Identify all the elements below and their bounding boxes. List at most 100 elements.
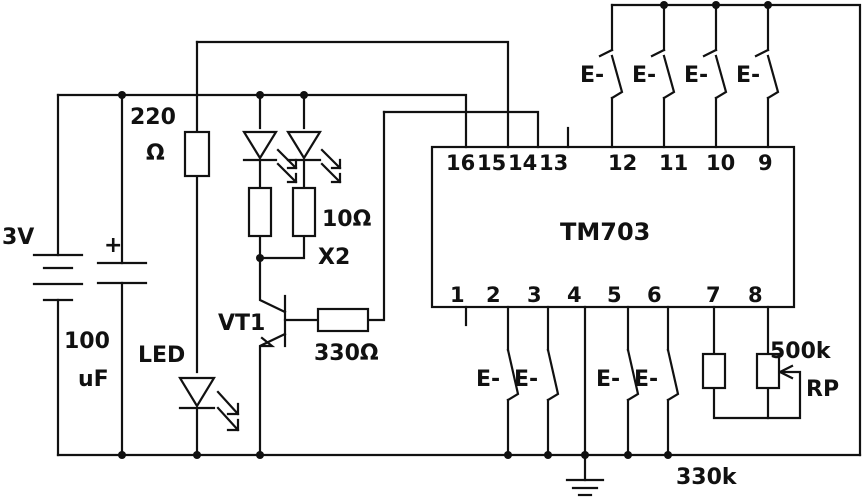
switch-contact — [626, 348, 640, 402]
ic-tm703: TM703 16 15 14 13 12 11 10 9 1 2 3 4 5 6… — [430, 145, 796, 309]
led-light-arrow — [276, 162, 298, 184]
top-switches: E- E- E- E- — [580, 48, 780, 100]
battery-label: 3V — [2, 225, 34, 250]
pin-13-label: 13 — [539, 151, 568, 175]
switch-glyph: E- — [684, 63, 708, 88]
pin-3-label: 3 — [527, 283, 542, 307]
pin-12-label: 12 — [608, 151, 637, 175]
led-light-arrow — [320, 162, 342, 184]
junction — [193, 451, 201, 459]
junction — [504, 451, 512, 459]
pot-name-label: RP — [806, 377, 839, 402]
resistor-body — [316, 307, 370, 333]
junction — [660, 1, 668, 9]
wires — [56, 3, 862, 482]
junction — [712, 1, 720, 9]
junction — [256, 451, 264, 459]
top-switch-rail — [610, 3, 862, 457]
pin-15-label: 15 — [477, 151, 506, 175]
led-resistor-count: X2 — [318, 245, 350, 270]
resistor-220: 220 Ω — [130, 105, 211, 178]
junctions — [118, 1, 772, 459]
switch-contact — [702, 48, 728, 100]
pin-16-label: 16 — [446, 151, 475, 175]
junction — [764, 1, 772, 9]
junction — [664, 451, 672, 459]
cap-plus-sign: + — [104, 233, 122, 258]
pin-6-label: 6 — [647, 283, 662, 307]
timing-network: 500k RP 330k — [676, 339, 839, 490]
ground-symbol — [565, 478, 605, 497]
led-triangle — [286, 130, 322, 161]
resistor-body — [247, 186, 273, 238]
cap-unit-label: uF — [78, 367, 109, 392]
switch-contact — [598, 48, 624, 100]
junction — [118, 451, 126, 459]
led-triangle — [242, 130, 278, 161]
pin-9-label: 9 — [758, 151, 773, 175]
junction — [118, 91, 126, 99]
led-light-arrow — [216, 390, 240, 416]
junction — [544, 451, 552, 459]
pin-11-label: 11 — [659, 151, 688, 175]
r330k-label: 330k — [676, 465, 738, 490]
led-light-arrow — [276, 148, 298, 170]
r330-label: 330Ω — [314, 341, 379, 366]
switch-glyph: E- — [580, 63, 604, 88]
collector-wire — [258, 256, 287, 314]
junction — [256, 254, 264, 262]
r220-value-label: 220 — [130, 105, 176, 130]
switch-contact — [506, 348, 520, 402]
led-resistor-label: 10Ω — [322, 207, 372, 232]
transistor-label: VT1 — [218, 311, 265, 336]
ic-body — [430, 145, 796, 309]
r220-unit-label: Ω — [146, 141, 165, 166]
battery-3v: 3V — [2, 225, 84, 302]
emitter-wire — [258, 332, 287, 457]
switch-contact — [546, 348, 560, 402]
switch-glyph: E- — [596, 367, 620, 392]
pot-body — [755, 352, 781, 390]
pot-wiper-wire — [766, 370, 802, 420]
switch-glyph: E- — [514, 367, 538, 392]
resistor-330k-body — [701, 352, 727, 390]
led-triangle — [178, 376, 216, 409]
switch-contact — [754, 48, 780, 100]
rc-join-wire — [712, 386, 770, 420]
resistor-body — [183, 130, 211, 178]
indicator-led: LED — [138, 343, 240, 432]
junction — [624, 451, 632, 459]
switch-glyph: E- — [632, 63, 656, 88]
switch-contact — [666, 348, 680, 402]
switch-glyph: E- — [476, 367, 500, 392]
switch-contact — [650, 48, 676, 100]
led-pair: 10Ω X2 — [242, 130, 372, 270]
pin-16-wire — [56, 93, 468, 149]
pin-14-wire — [382, 110, 540, 149]
pot-wiper-arrow — [778, 364, 794, 380]
led-light-arrow — [216, 406, 240, 432]
junction — [300, 91, 308, 99]
pin-14-label: 14 — [508, 151, 537, 175]
switch-glyph: E- — [634, 367, 658, 392]
pin-5-label: 5 — [607, 283, 622, 307]
ic-label: TM703 — [560, 218, 650, 246]
transistor-vt1: VT1 — [218, 294, 287, 348]
transistor-emitter-arrow — [260, 336, 276, 348]
led-label: LED — [138, 343, 185, 368]
resistor-body — [291, 186, 317, 238]
base-drive-wire — [366, 110, 386, 322]
led-light-arrow — [320, 148, 342, 170]
resistor-330: 330Ω — [314, 307, 379, 366]
junction — [581, 451, 589, 459]
pin-2-label: 2 — [486, 283, 501, 307]
pin-7-label: 7 — [706, 283, 721, 307]
pin-8-label: 8 — [748, 283, 763, 307]
junction — [256, 91, 264, 99]
pin-4-label: 4 — [567, 283, 582, 307]
pin-10-label: 10 — [706, 151, 735, 175]
led-res-join — [258, 234, 306, 260]
switch-glyph: E- — [736, 63, 760, 88]
pin-1-label: 1 — [450, 283, 465, 307]
